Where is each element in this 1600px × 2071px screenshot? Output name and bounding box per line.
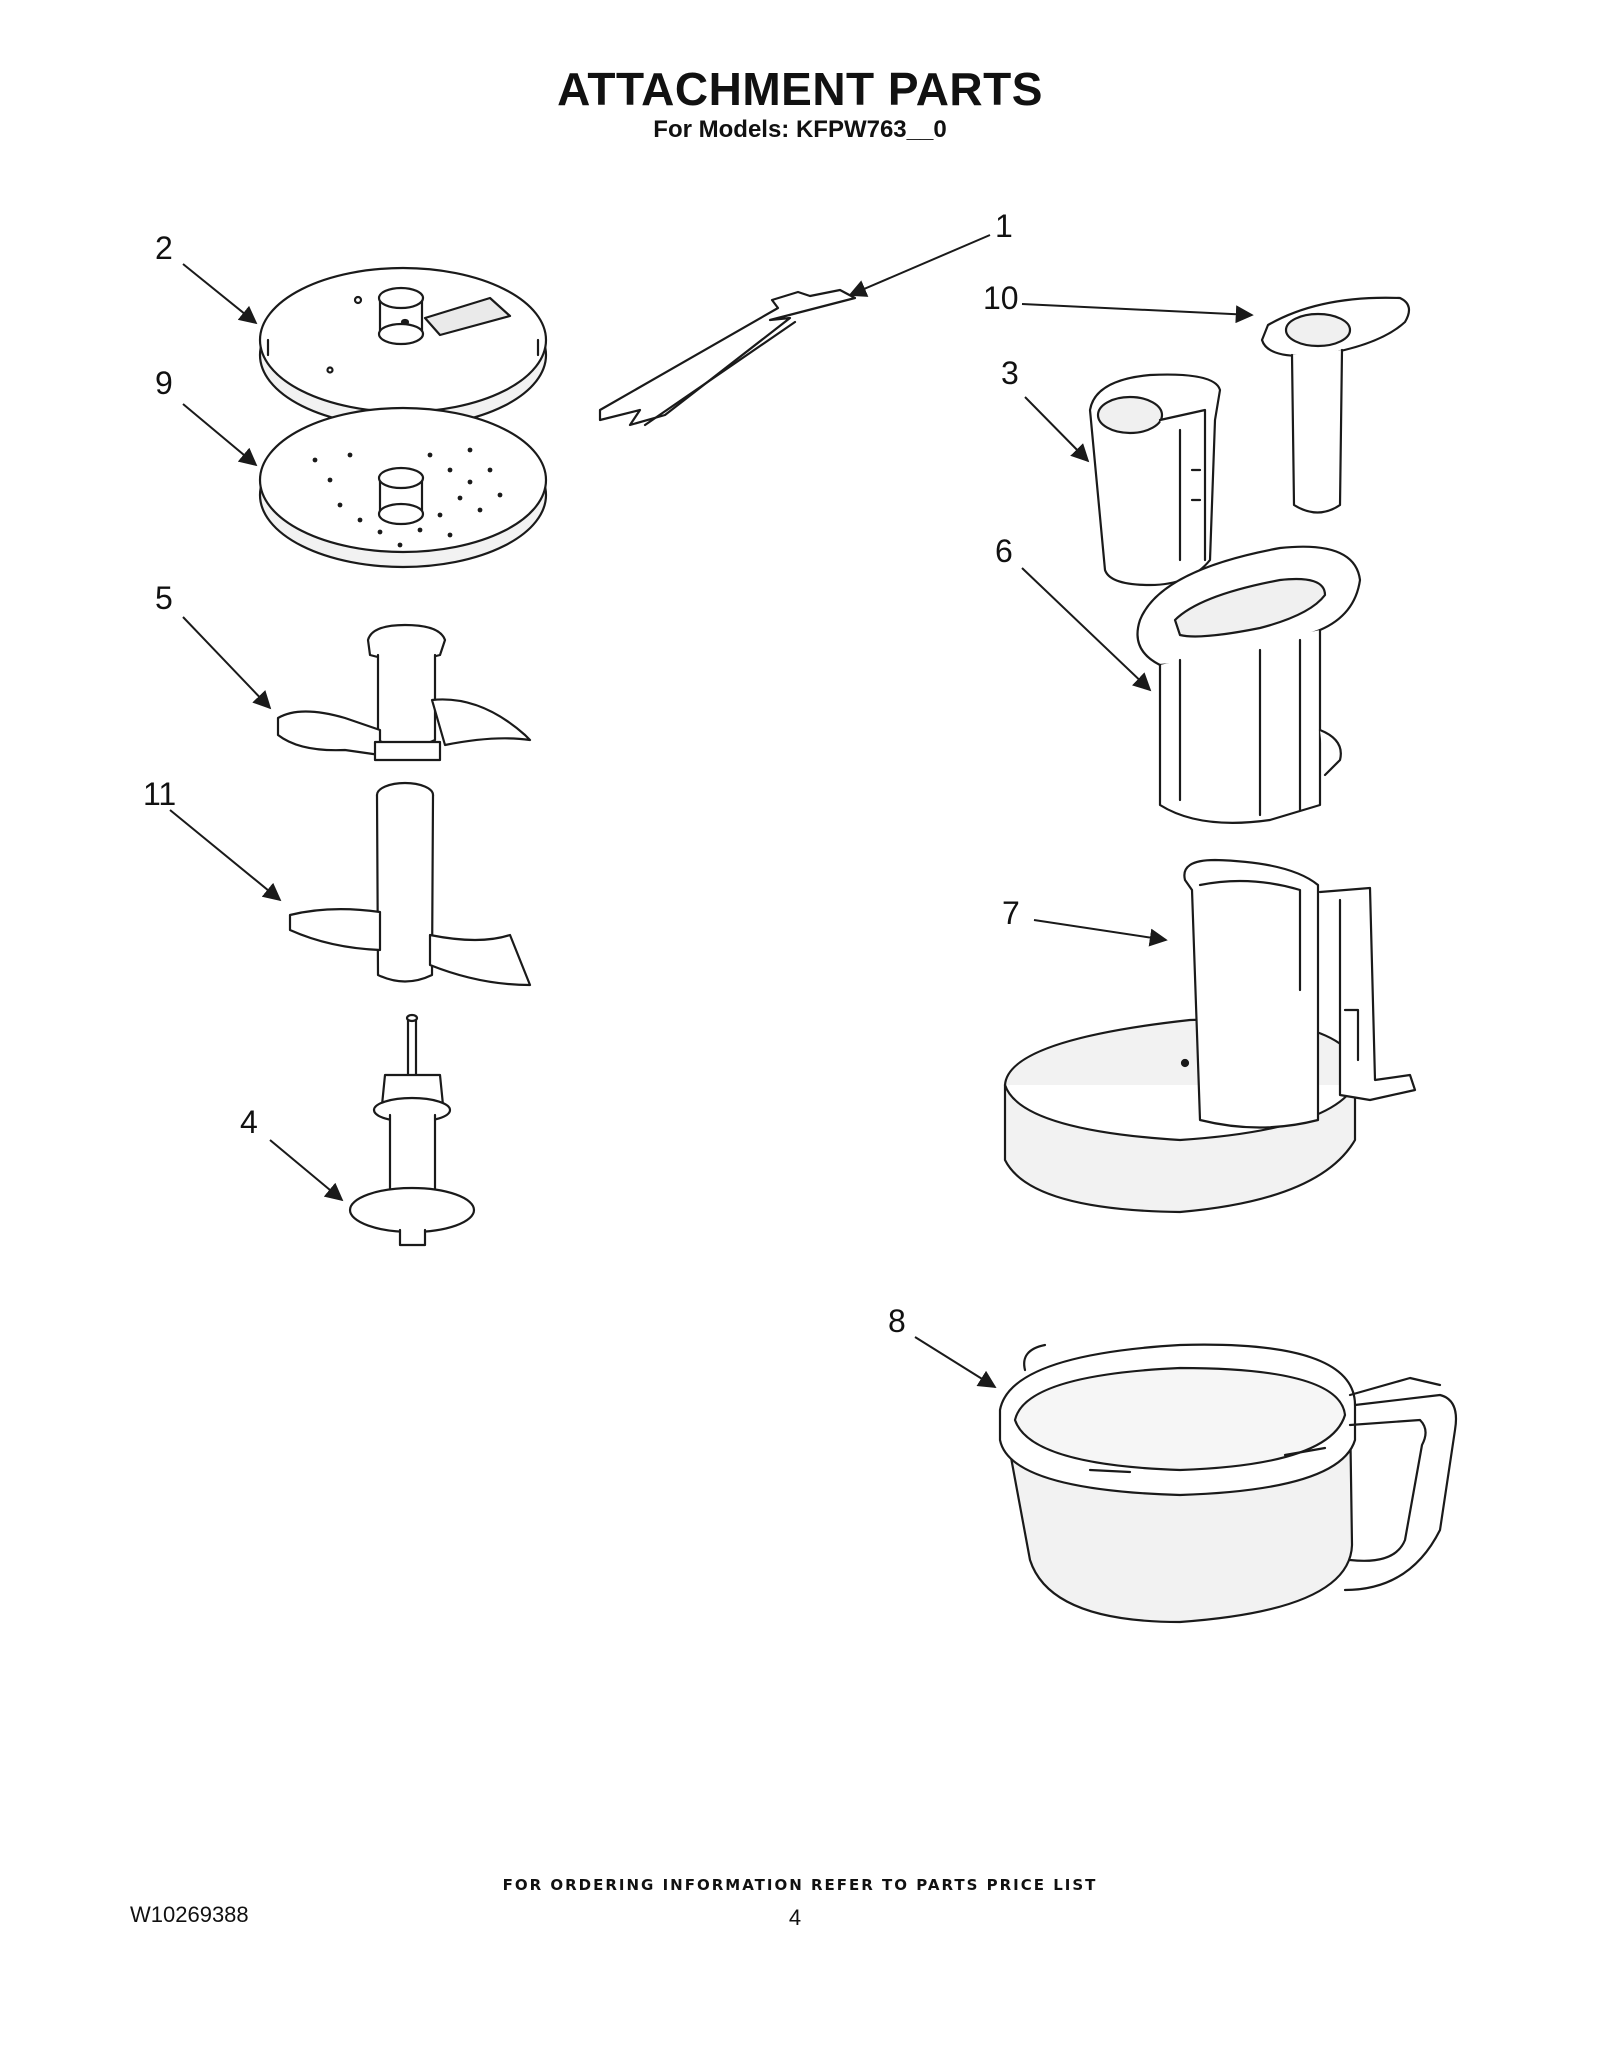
leader-2 <box>182 263 258 325</box>
leader-6 <box>1021 567 1152 692</box>
leader-3 <box>1024 396 1090 463</box>
callout-10: 10 <box>983 280 1019 316</box>
callout-6: 6 <box>995 533 1013 569</box>
part-7-work-bowl-cover <box>1003 858 1417 1214</box>
leader-10 <box>1021 303 1254 324</box>
page-subtitle: For Models: KFPW763__0 <box>653 116 947 143</box>
callout-7: 7 <box>1002 895 1020 931</box>
part-8-work-bowl <box>998 1343 1458 1624</box>
leader-5 <box>182 616 272 710</box>
callout-3: 3 <box>1001 355 1019 391</box>
callout-8: 8 <box>888 1303 906 1339</box>
leader-7 <box>1033 919 1168 947</box>
part-3-medium-pusher <box>1088 373 1222 587</box>
leader-4 <box>269 1139 344 1202</box>
document-number: W10269388 <box>130 1902 249 1927</box>
ordering-note: FOR ORDERING INFORMATION REFER TO PARTS … <box>502 1876 1098 1894</box>
leader-1 <box>848 234 991 297</box>
callout-5: 5 <box>155 580 173 616</box>
page-number: 4 <box>788 1905 802 1930</box>
part-6-feed-tube-insert <box>1136 545 1362 824</box>
leader-8 <box>914 1336 997 1388</box>
callout-4: 4 <box>240 1104 258 1140</box>
part-4-drive-adapter <box>348 1013 476 1247</box>
part-2-slicing-disc <box>258 266 548 429</box>
leader-11 <box>169 809 282 902</box>
part-5-mini-blade <box>276 623 532 762</box>
callout-11: 11 <box>143 776 177 812</box>
callout-2: 2 <box>155 230 173 266</box>
page-title: ATTACHMENT PARTS <box>557 63 1043 115</box>
callout-9: 9 <box>155 365 173 401</box>
part-11-multipurpose-blade <box>288 781 532 987</box>
leader-9 <box>182 403 258 467</box>
part-1-disc-stem <box>598 288 857 427</box>
part-9-shredding-disc <box>258 406 548 569</box>
part-10-small-pusher <box>1260 296 1411 514</box>
leader-lines <box>169 234 1254 1388</box>
callout-1: 1 <box>995 208 1013 244</box>
